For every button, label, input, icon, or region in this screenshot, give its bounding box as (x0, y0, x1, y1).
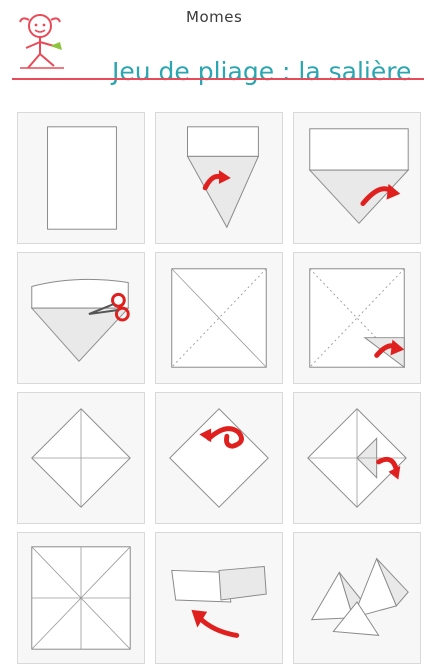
fold-corner-down-icon (156, 113, 282, 243)
square-crease-x-icon (156, 253, 282, 383)
rectangle-sheet-icon (18, 113, 144, 243)
step-6-tile (293, 252, 421, 384)
diamond-folded-icon (18, 393, 144, 523)
cut-strip-icon (18, 253, 144, 383)
step-7-tile (17, 392, 145, 524)
step-8-tile (155, 392, 283, 524)
step-11-tile (155, 532, 283, 664)
step-9-tile (293, 392, 421, 524)
step-1-tile (17, 112, 145, 244)
finished-salt-cellar-icon (294, 533, 420, 663)
header-divider (12, 78, 424, 80)
diamond-fold-corner-icon (294, 393, 420, 523)
page-header: Momes Jeu de pliage : la salière (0, 0, 436, 80)
stick-figure-logo-icon (10, 6, 74, 74)
step-3-tile (293, 112, 421, 244)
step-10-tile (17, 532, 145, 664)
fold-triangle-icon (294, 113, 420, 243)
step-4-tile (17, 252, 145, 384)
brand-name: Momes (186, 8, 242, 26)
page-title: Jeu de pliage : la salière (112, 57, 411, 86)
step-5-tile (155, 252, 283, 384)
diamond-flip-icon (156, 393, 282, 523)
fold-in-half-icon (156, 533, 282, 663)
step-2-tile (155, 112, 283, 244)
fold-corner-center-icon (294, 253, 420, 383)
step-12-tile (293, 532, 421, 664)
square-eight-triangles-icon (18, 533, 144, 663)
